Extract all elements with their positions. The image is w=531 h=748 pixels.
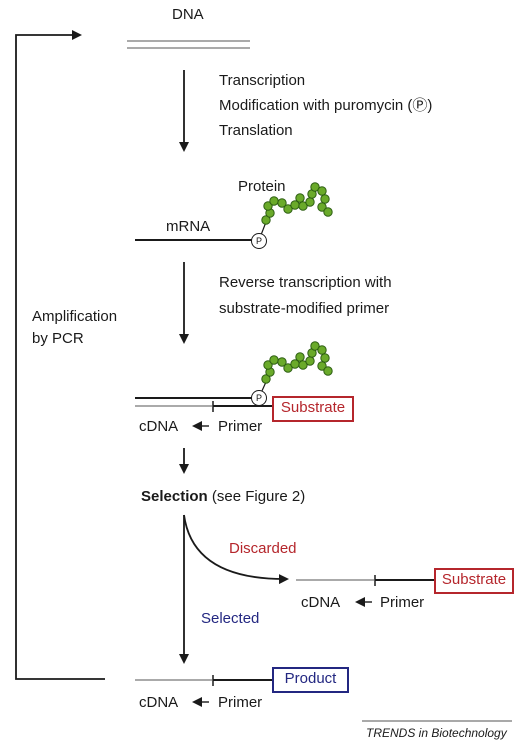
primer-label: Primer	[218, 418, 263, 435]
cdna-label-discarded: cDNA	[301, 594, 341, 611]
cdna-label-selected: cDNA	[139, 694, 179, 711]
arrow-discarded	[183, 514, 289, 585]
primer-label-discarded: Primer	[380, 594, 425, 611]
puromycin-marker: P	[251, 233, 267, 249]
dna-label: DNA	[172, 6, 204, 23]
substrate-box-discarded: Substrate	[434, 568, 514, 594]
step-translation: Translation	[219, 122, 293, 139]
step-reverse-transcription: Reverse transcription with	[219, 274, 392, 291]
discarded-strand	[296, 575, 434, 607]
pcr-loop-arrow	[15, 30, 105, 680]
mrna-label: mRNA	[166, 218, 211, 235]
selection-reference: (see Figure 2)	[207, 488, 306, 505]
puromycin-marker: P	[251, 390, 267, 406]
selection-bold: Selection	[141, 488, 208, 505]
protein-chain-2	[261, 341, 333, 384]
discarded-label: Discarded	[229, 540, 297, 557]
amplification-label: Amplification	[32, 308, 118, 325]
dna-strands	[127, 40, 250, 49]
selection-heading: Selection (see Figure 2)	[141, 488, 305, 506]
step-substrate-primer: substrate-modified primer	[219, 300, 390, 317]
step-transcription: Transcription	[219, 72, 306, 89]
cdna-label: cDNA	[139, 418, 179, 435]
selected-label: Selected	[201, 610, 260, 627]
product-box: Product	[272, 667, 349, 693]
mrna-protein-complex	[135, 182, 333, 241]
primer-label-selected: Primer	[218, 694, 263, 711]
step-puromycin-modification: Modification with puromycin (Ⓟ)	[219, 97, 433, 114]
protein-chain-1	[261, 182, 333, 225]
substrate-box: Substrate	[272, 396, 354, 422]
selected-strand	[135, 675, 272, 707]
pcr-label: by PCR	[32, 330, 84, 347]
footer-credit: TRENDS in Biotechnology	[366, 726, 507, 740]
mrna-cdna-complex	[135, 341, 333, 431]
protein-label: Protein	[238, 178, 286, 195]
